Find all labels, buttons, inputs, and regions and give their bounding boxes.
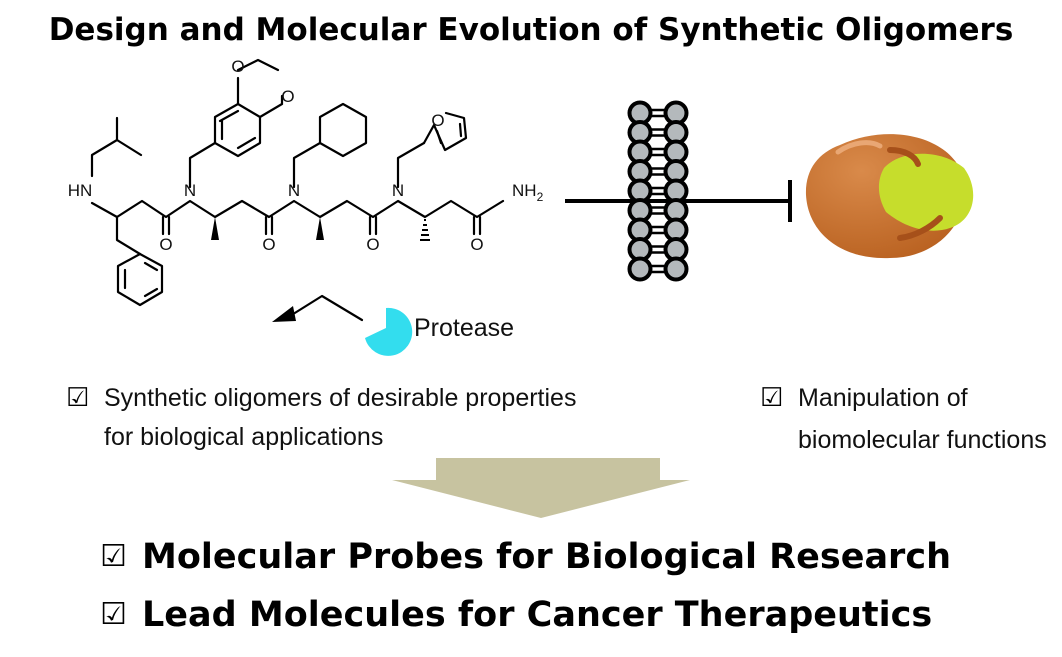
down-arrow xyxy=(392,458,690,518)
cleavage-arrowhead xyxy=(272,306,296,322)
protease-label: Protease xyxy=(414,314,514,342)
helical-oligomer-ladder xyxy=(627,100,689,282)
atom-n-2: N xyxy=(288,181,300,200)
atom-nh2: NH2 xyxy=(512,181,544,204)
bullet-left-line-2: for biological applications xyxy=(104,423,383,451)
checkbox-icon: ☑ xyxy=(760,383,783,413)
ladder-bead xyxy=(663,256,689,282)
atom-o-carbonyl-2: O xyxy=(262,235,275,254)
target-protein-icon xyxy=(805,134,974,259)
atom-o-dioxole-1: O xyxy=(231,57,244,76)
checkbox-icon: ☑ xyxy=(100,597,127,632)
outcome-2: Lead Molecules for Cancer Therapeutics xyxy=(142,595,932,635)
atom-n-3: N xyxy=(392,181,404,200)
ladder-bead xyxy=(627,256,653,282)
atom-o-dioxole-2: O xyxy=(281,87,294,106)
checkbox-icon: ☑ xyxy=(66,383,89,413)
bullet-right-line-2: biomolecular functions xyxy=(798,426,1047,454)
protease-icon xyxy=(365,307,413,356)
atom-o-carbonyl-4: O xyxy=(470,235,483,254)
atom-o-furan: O xyxy=(431,111,444,130)
checkbox-icon: ☑ xyxy=(100,539,127,574)
atom-o-carbonyl-3: O xyxy=(366,235,379,254)
atom-o-carbonyl-1: O xyxy=(159,235,172,254)
page-title: Design and Molecular Evolution of Synthe… xyxy=(49,12,1014,48)
atom-hn: HN xyxy=(68,181,93,200)
atom-n-1: N xyxy=(184,181,196,200)
bullet-left-line-1: Synthetic oligomers of desirable propert… xyxy=(104,384,576,412)
oligomer-structure xyxy=(90,58,505,307)
cleavage-arrow xyxy=(288,294,364,322)
outcome-1: Molecular Probes for Biological Research xyxy=(142,537,951,577)
bullet-right-line-1: Manipulation of xyxy=(798,384,968,412)
